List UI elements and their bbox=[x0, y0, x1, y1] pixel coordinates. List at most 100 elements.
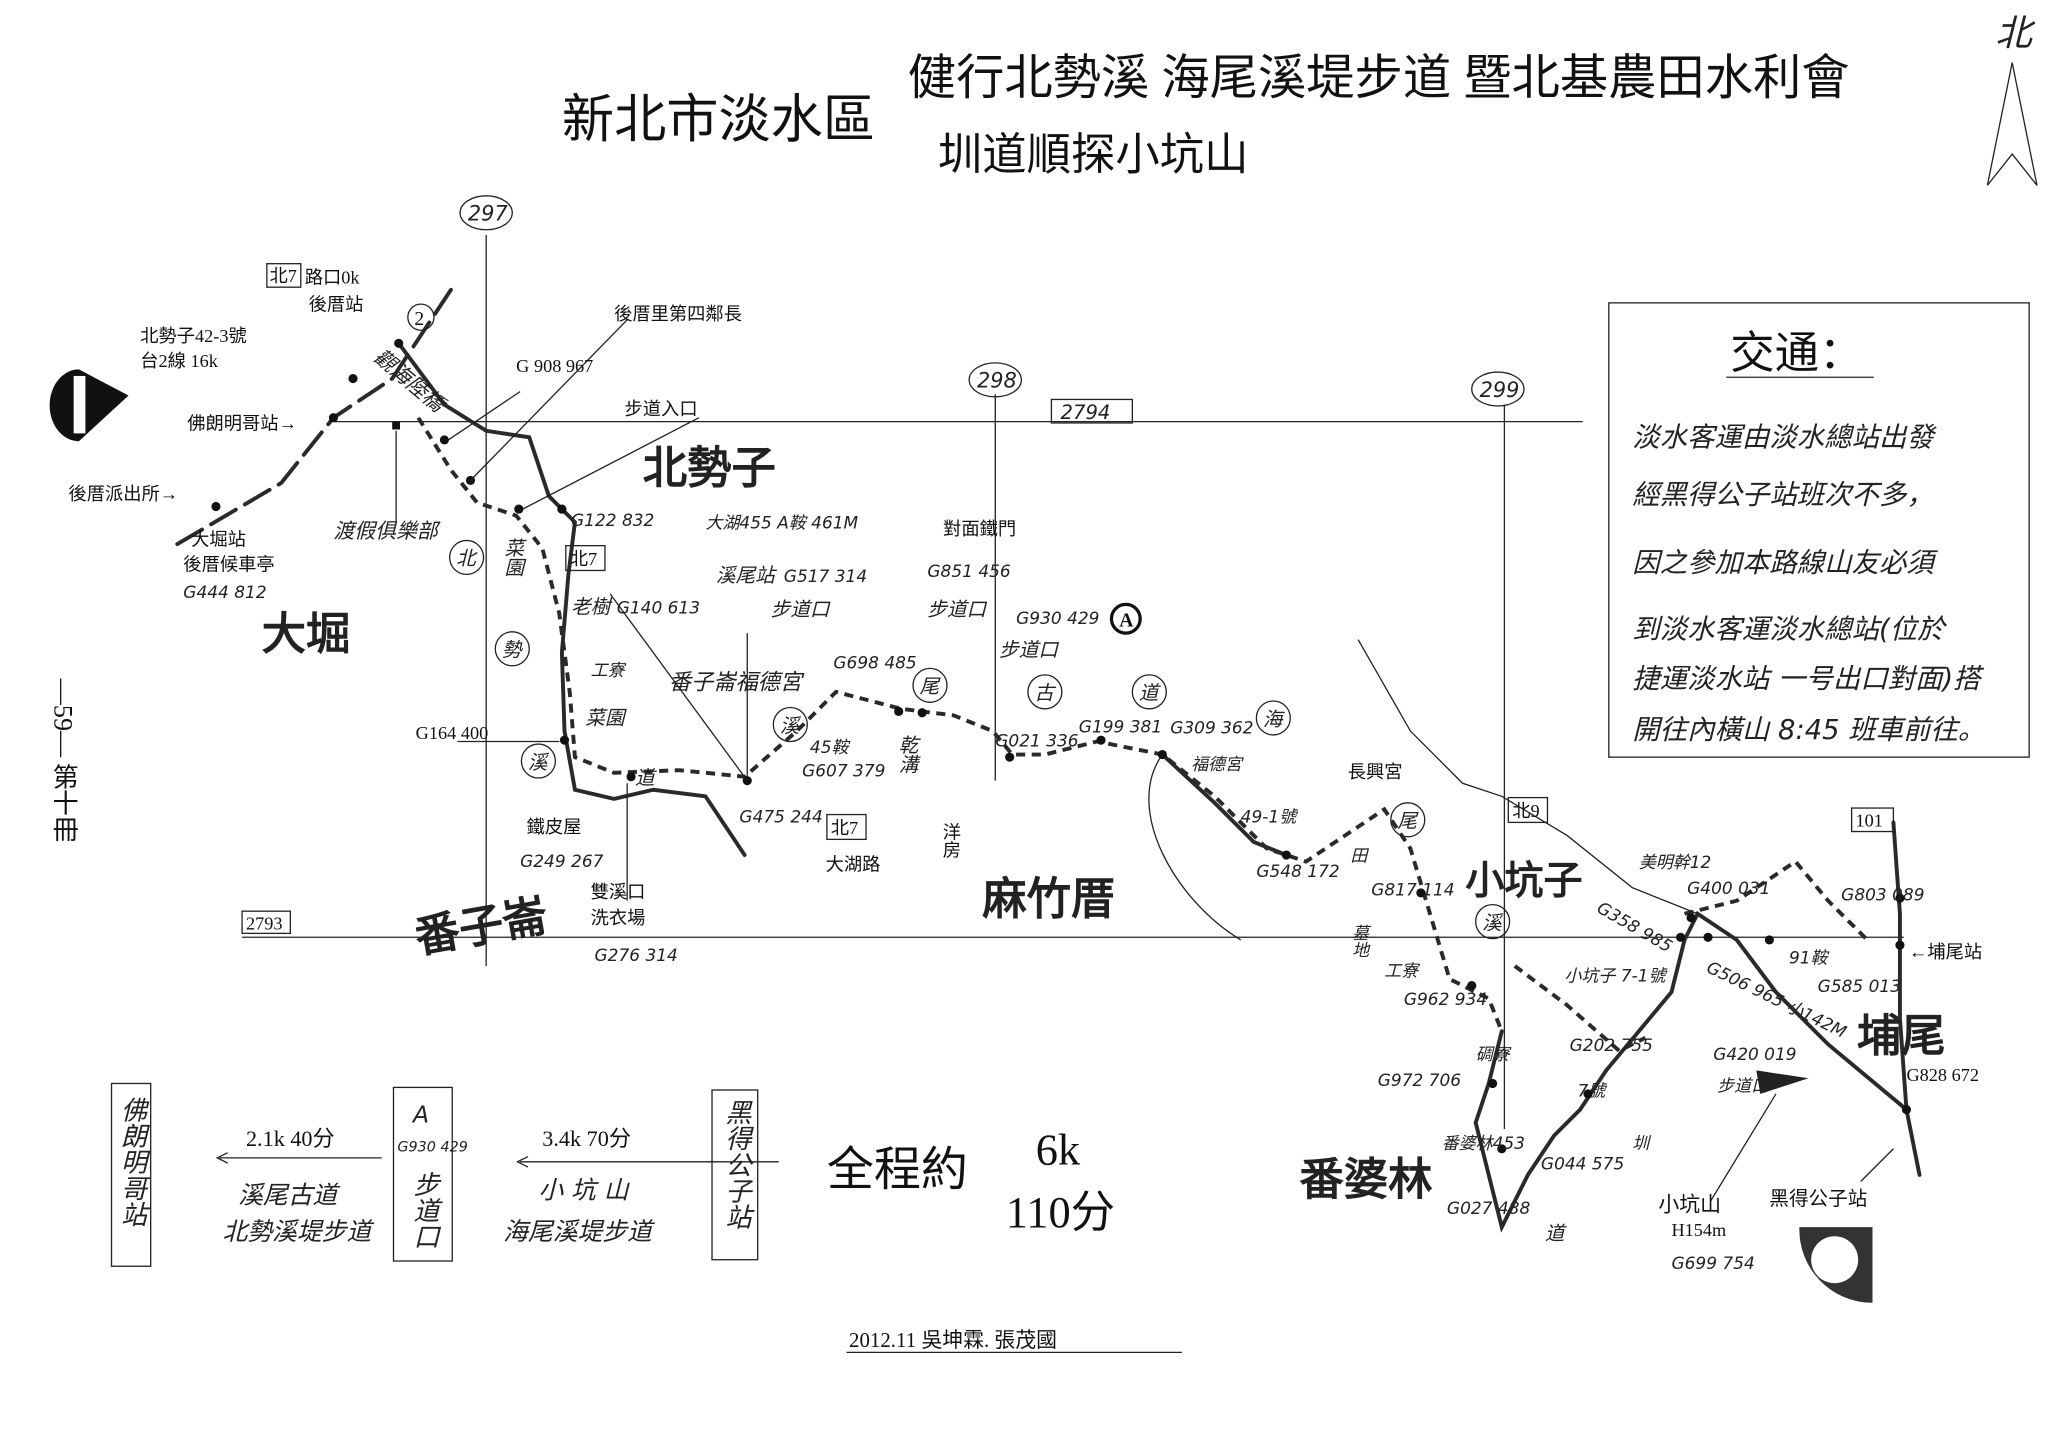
summary-total-time: 110分 bbox=[1006, 1187, 1115, 1237]
circled-route-markers: 2 北 勢 溪 溪 尾 古 道 海 尾 溪 A bbox=[407, 303, 1511, 940]
label-xkz71: 小坑子 7-1號 bbox=[1564, 967, 1668, 987]
label-garden: 菜園 bbox=[501, 538, 524, 577]
label-trailhead: 步道口 bbox=[771, 598, 831, 621]
label-g817: G817 114 bbox=[1371, 881, 1454, 901]
circled-marker: 道 bbox=[1139, 682, 1162, 705]
grid-label-text: 2793 bbox=[246, 913, 283, 933]
label-shed: 工寮 bbox=[1384, 961, 1420, 981]
label-iron-gate: 對面鐵門 bbox=[943, 519, 1016, 539]
label-field: 田 bbox=[1350, 847, 1369, 867]
label-g506: G506 965 小142M bbox=[1703, 958, 1849, 1043]
summary-leg1-name: 溪尾古道 bbox=[238, 1181, 340, 1210]
label-intersection: 路口0k bbox=[305, 267, 361, 287]
footer-credit: 2012.11 吳坤霖. 張茂國 bbox=[849, 1328, 1057, 1352]
summary-start-station: 佛朗明哥站 bbox=[116, 1097, 146, 1228]
road-sign-text: 北7 bbox=[269, 266, 296, 286]
grid-label-text: 298 bbox=[977, 369, 1017, 393]
label-g962: G962 934 bbox=[1404, 990, 1487, 1010]
circled-marker: 溪 bbox=[780, 714, 802, 737]
label-dahu: 大湖455 A鞍 461M bbox=[705, 514, 858, 534]
label-dakun-station: 大堀站 bbox=[191, 530, 246, 550]
label-g803: G803 089 bbox=[1841, 886, 1924, 906]
label-trailhead: 步道口 bbox=[927, 598, 987, 621]
start-station-symbol-icon bbox=[49, 369, 129, 442]
transport-line: 捷運淡水站 一号出口對面)搭 bbox=[1632, 664, 1985, 695]
transport-line: 到淡水客運淡水總站(位於 bbox=[1632, 614, 1948, 645]
label-no7: 7號 bbox=[1577, 1082, 1608, 1102]
label-meiming: 美明幹12 bbox=[1639, 853, 1712, 873]
road-sign-bei7: 北7 bbox=[266, 263, 302, 288]
label-police: 後厝派出所→ bbox=[68, 484, 178, 504]
label-dahu-road: 大湖路 bbox=[826, 855, 881, 875]
title-line1: 健行北勢溪 海尾溪堤步道 暨北基農田水利會 bbox=[908, 52, 1850, 105]
label-trail-entry: 步道入口 bbox=[625, 399, 698, 419]
grid-label-299: 299 bbox=[1471, 371, 1525, 407]
road-sign-bei7: 北7 bbox=[565, 545, 606, 572]
label-h154: H154m bbox=[1671, 1220, 1726, 1240]
label-road-char: 道 bbox=[1545, 1222, 1568, 1245]
label-g420: G420 019 bbox=[1713, 1045, 1796, 1065]
label-saddle91: 91鞍 bbox=[1789, 948, 1830, 968]
label-puwei-station: ←埔尾站 bbox=[1909, 942, 1982, 962]
summary-leg2-name: 小 坑 山 bbox=[538, 1175, 630, 1204]
label-g930: G930 429 bbox=[1016, 609, 1099, 629]
label-fanpolin453: 番婆林453 bbox=[1442, 1134, 1525, 1154]
summary-total-label: 全程約 bbox=[827, 1144, 968, 1196]
label-g908: G 908 967 bbox=[516, 356, 593, 376]
label-tin-house: 鐵皮屋 bbox=[527, 817, 582, 837]
label-g276: G276 314 bbox=[595, 946, 678, 966]
label-trailhead: 步道口 bbox=[1717, 1076, 1769, 1096]
transport-line: 經黑得公子站班次不多， bbox=[1632, 480, 1933, 511]
area-xiaokengzi: 小坑子 bbox=[1465, 859, 1582, 904]
circled-marker: 古 bbox=[1034, 682, 1056, 705]
circled-marker: 勢 bbox=[502, 639, 524, 662]
label-g027: G027 488 bbox=[1447, 1199, 1531, 1219]
area-fanpolin: 番婆林 bbox=[1299, 1154, 1433, 1205]
label-dry-ditch: 乾溝 bbox=[895, 735, 918, 774]
grid-lines bbox=[242, 234, 1904, 1130]
area-puwei: 埔尾 bbox=[1857, 1011, 1946, 1062]
transport-line: 開往內橫山 8:45 班車前往。 bbox=[1632, 715, 1985, 746]
label-bunker: 碉寮 bbox=[1476, 1045, 1512, 1065]
label-g122: G122 832 bbox=[571, 511, 654, 531]
transport-panel: 交通： 淡水客運由淡水總站出發 經黑得公子站班次不多， 因之參加本路線山友必須 … bbox=[1608, 302, 2030, 758]
label-resort-club: 渡假俱樂部 bbox=[333, 519, 440, 543]
label-temple-fanzilun: 番子崙福德宮 bbox=[669, 669, 805, 695]
label-garden: 菜園 bbox=[585, 707, 627, 730]
label-no49: 49-1號 bbox=[1241, 807, 1300, 827]
summary-point-a-gps: G930 429 bbox=[397, 1139, 467, 1155]
label-g972: G972 706 bbox=[1378, 1071, 1462, 1091]
transport-line: 淡水客運由淡水總站出發 bbox=[1632, 422, 1937, 453]
trails bbox=[168, 287, 1922, 1233]
label-g199: G199 381 bbox=[1079, 717, 1162, 737]
summary-leg1-name: 北勢溪堤步道 bbox=[222, 1217, 374, 1246]
grid-label-297: 297 bbox=[459, 195, 513, 231]
summary-end-station: 黑得公子站 bbox=[721, 1099, 751, 1229]
label-grave: 墓地 bbox=[1348, 924, 1368, 958]
waypoints bbox=[211, 338, 1912, 1154]
label-viewing-bridge: 觀海陸橋 bbox=[369, 344, 451, 418]
label-g698: G698 485 bbox=[833, 653, 916, 673]
label-g475: G475 244 bbox=[739, 807, 822, 827]
label-g202: G202 755 bbox=[1570, 1036, 1653, 1056]
label-g699: G699 754 bbox=[1671, 1254, 1754, 1274]
title-region: 新北市淡水區 bbox=[562, 91, 875, 149]
north-label: 北 bbox=[1995, 12, 2036, 55]
road-sign-bei7: 北7 bbox=[826, 813, 867, 841]
circled-marker: 2 bbox=[414, 309, 424, 330]
grid-label-2794: 2794 bbox=[1050, 398, 1134, 424]
road-sign-text: 101 bbox=[1856, 810, 1883, 830]
label-g044: G044 575 bbox=[1541, 1155, 1624, 1175]
page-marker: —59— 第十冊 bbox=[49, 678, 78, 842]
grid-label-text: 299 bbox=[1480, 378, 1520, 402]
summary-point-a: A bbox=[411, 1101, 429, 1129]
summary-leg2-name: 海尾溪堤步道 bbox=[503, 1217, 655, 1246]
label-heide-station: 黑得公子站 bbox=[1769, 1188, 1867, 1210]
label-address: 北勢子42-3號 bbox=[140, 326, 247, 346]
label-temple-fude: 福德宮 bbox=[1191, 755, 1244, 775]
title-line2: 圳道順探小坑山 bbox=[938, 130, 1249, 180]
label-old-tree: 老樹 bbox=[571, 596, 613, 619]
label-g585: G585 013 bbox=[1818, 977, 1901, 997]
circled-marker: 溪 bbox=[1482, 911, 1504, 934]
grid-label-2793: 2793 bbox=[241, 910, 292, 935]
